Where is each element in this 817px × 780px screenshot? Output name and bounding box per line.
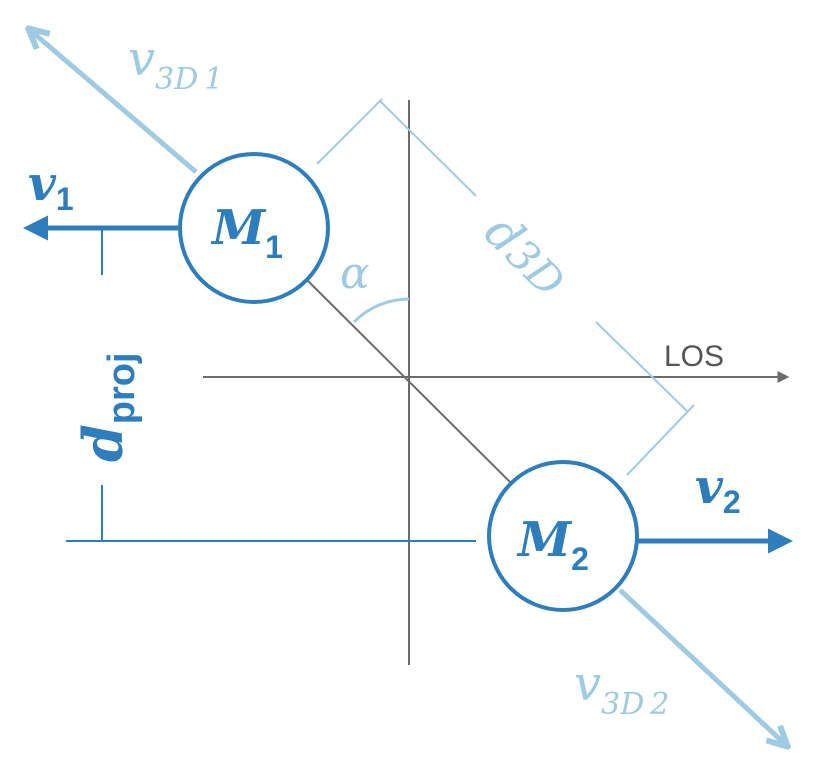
v3d1-arrow xyxy=(30,30,198,174)
dproj-dimension xyxy=(66,228,476,542)
alpha-angle-arc xyxy=(352,297,410,324)
d3d-dimension xyxy=(316,98,695,476)
m2-label: M2 xyxy=(516,512,589,577)
alpha-label: α xyxy=(340,248,370,299)
v2-label: v2 xyxy=(695,459,741,520)
m1-circle xyxy=(178,152,330,304)
dproj-label: dproj xyxy=(71,352,143,462)
v1-label: v1 xyxy=(28,156,74,217)
m1-label: M1 xyxy=(210,200,283,265)
m2-circle xyxy=(487,460,639,612)
d3d-label: d3D xyxy=(474,204,578,308)
separation-line xyxy=(305,278,514,486)
los-label: LOS xyxy=(664,340,724,373)
v3d2-arrow xyxy=(618,588,786,745)
